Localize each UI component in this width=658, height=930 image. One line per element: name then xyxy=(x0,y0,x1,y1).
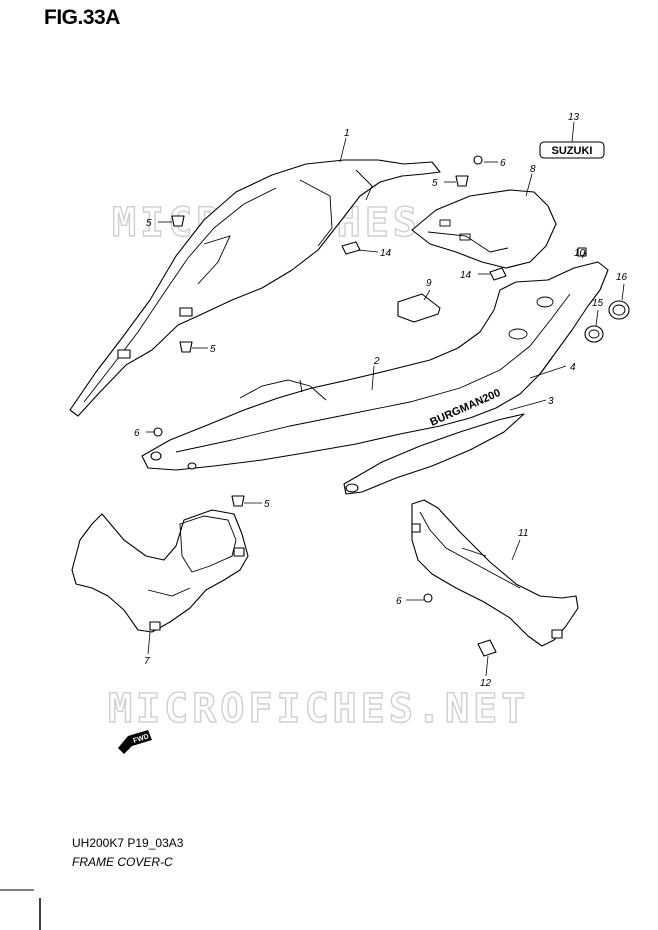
callout-6-c: 6 xyxy=(396,596,402,607)
part-11-side-cover xyxy=(411,499,579,647)
part-12-clip xyxy=(477,639,497,657)
callout-12: 12 xyxy=(480,678,492,689)
callout-2: 2 xyxy=(373,356,380,367)
callout-11: 11 xyxy=(518,528,528,539)
part-8-upper-cover xyxy=(411,189,557,269)
callout-5-d: 5 xyxy=(264,499,270,510)
margin-mark xyxy=(0,889,41,930)
part-3-lower-strake xyxy=(343,413,525,495)
callout-7: 7 xyxy=(144,656,150,667)
callout-1: 1 xyxy=(344,128,350,139)
part-16-grommet xyxy=(608,300,630,320)
part-7-lower-cover xyxy=(71,509,249,633)
callout-8: 8 xyxy=(530,164,536,175)
emblem-text: SUZUKI xyxy=(552,145,593,157)
part-15-grommet xyxy=(584,325,604,343)
callout-5-c: 5 xyxy=(432,178,438,189)
watermark-bottom: MICROFICHES.NET xyxy=(108,686,529,732)
fwd-label: FWD xyxy=(132,733,149,745)
part-2-frame-cover xyxy=(141,261,609,471)
fwd-arrow-icon: FWD xyxy=(118,730,152,754)
callout-15: 15 xyxy=(592,298,604,309)
callout-numbers: 1 2 3 4 5 5 5 5 6 6 6 7 8 9 10 11 12 13 … xyxy=(134,112,628,689)
callout-14-a: 14 xyxy=(380,248,392,259)
callout-10: 10 xyxy=(574,248,586,259)
callout-6-b: 6 xyxy=(134,428,140,439)
part-1-side-rail xyxy=(69,159,441,417)
callout-5-a: 5 xyxy=(146,218,152,229)
figure-title: FIG.33A xyxy=(44,6,120,29)
callout-16: 16 xyxy=(616,272,628,283)
callout-6-a: 6 xyxy=(500,158,506,169)
callout-13: 13 xyxy=(568,112,580,123)
part-13-emblem: SUZUKI xyxy=(539,141,605,159)
callout-5-b: 5 xyxy=(210,344,216,355)
callout-3: 3 xyxy=(548,396,554,407)
callout-14-b: 14 xyxy=(460,270,472,281)
part-9-pad xyxy=(397,293,441,323)
callout-9: 9 xyxy=(426,278,432,289)
callout-4: 4 xyxy=(570,362,576,373)
leader-lines xyxy=(146,121,625,677)
figure-caption: FRAME COVER-C xyxy=(72,855,173,869)
figure-code: UH200K7 P19_03A3 xyxy=(72,836,184,850)
